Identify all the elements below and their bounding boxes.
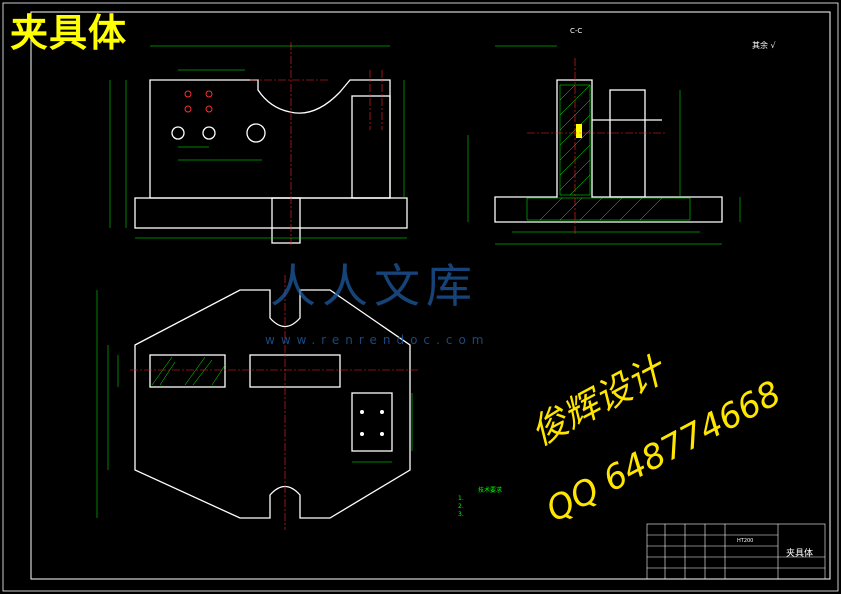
sheet-inner-border (30, 11, 831, 580)
section-hatch (526, 84, 691, 221)
top-view-dimensions (96, 290, 413, 518)
top-view-centerlines (130, 275, 420, 530)
tech-notes-title: 技术要求 (478, 487, 503, 494)
front-view (134, 79, 408, 244)
title-block-material: HT200 (737, 538, 754, 544)
section-key-slot (576, 124, 582, 138)
drawing-title: 夹具体 (10, 10, 128, 55)
front-view-centerlines (250, 42, 383, 245)
title-block (646, 523, 826, 580)
logo-watermark: 人人文库 (270, 259, 478, 313)
section-centerlines (527, 58, 665, 235)
top-view (134, 289, 411, 519)
title-block-name: 夹具体 (786, 549, 814, 559)
section-dimensions (467, 45, 741, 245)
tech-note-1: 1. (458, 495, 464, 502)
front-view-dimensions (109, 45, 407, 239)
surface-finish-note: 其余 √ (752, 41, 776, 50)
section-view (494, 79, 723, 223)
tech-note-2: 2. (458, 503, 464, 510)
tech-note-3: 3. (458, 511, 464, 518)
section-label: C-C (570, 27, 583, 35)
top-view-hatch (151, 356, 226, 386)
top-view-holes (360, 410, 384, 436)
tech-notes: 技术要求 1. 2. 3. (458, 487, 502, 519)
url-watermark: www.renrendoc.com (265, 333, 490, 347)
front-view-holes (184, 90, 213, 113)
